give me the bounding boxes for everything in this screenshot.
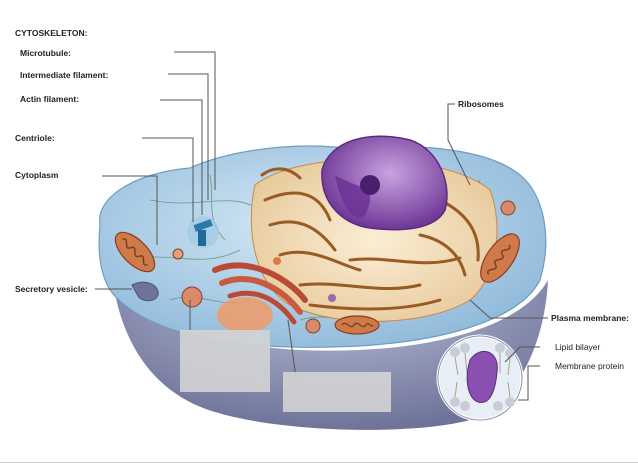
vesicles: [172, 200, 516, 334]
secretory-vesicle-pit: [131, 281, 159, 302]
label-secretory-vesicle: Secretory vesicle:: [15, 284, 88, 294]
label-actin-filament: Actin filament:: [20, 94, 80, 104]
blank-label-boxes: [180, 330, 391, 412]
mitochondria: [114, 231, 520, 335]
nucleus: [321, 135, 448, 231]
label-membrane-protein: Membrane protein: [555, 361, 624, 371]
label-intermediate-filament: Intermediate filament:: [20, 70, 109, 80]
label-centriole: Centriole:: [15, 133, 55, 143]
golgi-apparatus: [212, 262, 308, 333]
label-ribosomes: Ribosomes: [458, 99, 504, 109]
label-lipid-bilayer: Lipid bilayer: [555, 342, 601, 352]
membrane-inset: [436, 334, 524, 422]
centriole: [187, 216, 219, 248]
label-plasma-membrane: Plasma membrane:: [551, 313, 629, 323]
leader-lines: [95, 51, 548, 401]
label-microtubule: Microtubule:: [20, 48, 71, 58]
bottom-divider: [0, 462, 638, 463]
label-cytoplasm: Cytoplasm: [15, 170, 59, 180]
cytoskeleton-heading: CYTOSKELETON:: [15, 28, 88, 38]
